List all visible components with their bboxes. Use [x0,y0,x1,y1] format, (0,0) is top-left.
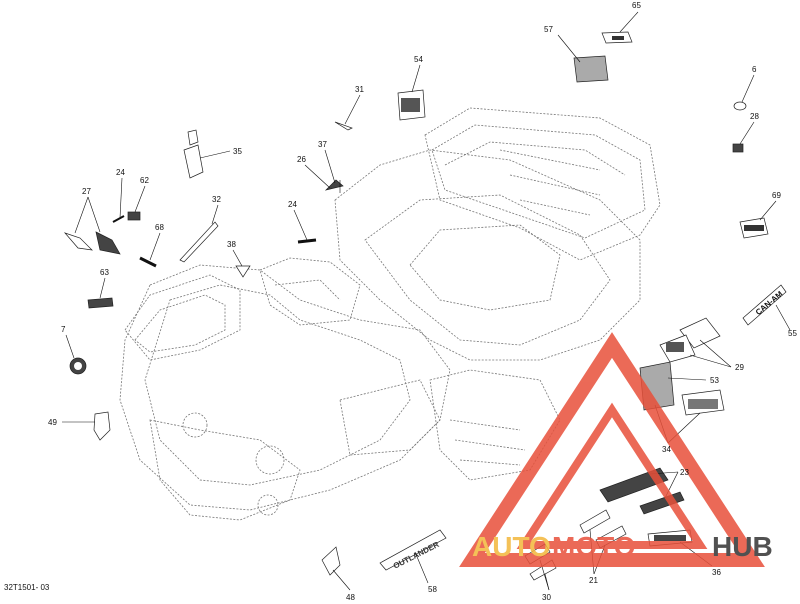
decal-68 [139,256,157,268]
callout-54: 54 [414,55,423,64]
callout-37: 37 [318,140,327,149]
callout-55: 55 [788,329,797,338]
decal-29 [659,317,721,363]
decal-63 [87,297,114,309]
callout-31: 31 [355,85,364,94]
decal-37 [324,179,344,193]
callout-28: 28 [750,112,759,121]
decal-62 [127,211,141,221]
decal-27 [63,231,121,255]
decal-55: CAN-AM [742,284,787,326]
callout-7: 7 [61,325,66,334]
callout-62: 62 [140,176,149,185]
decal-38 [235,265,251,278]
watermark-text-hub: HUB [712,531,773,562]
diagram-id: 32T1501- 03 [4,583,50,592]
decal-69 [739,217,769,239]
decal-7 [69,357,87,375]
callout-30: 30 [542,593,551,602]
callout-24-b: 24 [288,200,297,209]
decal-35 [183,129,204,179]
decal-57 [573,55,609,83]
decal-65 [601,31,633,44]
callout-38: 38 [227,240,236,249]
callout-23: 23 [680,468,689,477]
callout-29: 29 [735,363,744,372]
callout-35: 35 [233,147,242,156]
callout-27: 27 [82,187,91,196]
decal-28 [732,143,744,153]
decal-6 [733,101,747,111]
callout-65: 65 [632,1,641,10]
decal-24-left [112,215,125,223]
decal-58: OUTLANDER [379,529,447,571]
watermark-logo: AUTO MOTO HUB [459,332,773,567]
decal-48 [321,546,341,576]
callout-69: 69 [772,191,781,200]
callout-6: 6 [752,65,757,74]
leader-lines [62,11,791,591]
callout-32: 32 [212,195,221,204]
watermark-text-moto: MOTO [552,531,635,562]
decal-34 [639,361,725,416]
callout-53: 53 [710,376,719,385]
callout-34: 34 [662,445,671,454]
callout-58: 58 [428,585,437,594]
watermark-text-auto: AUTO [472,531,551,562]
callout-57: 57 [544,25,553,34]
callout-63: 63 [100,268,109,277]
decal-32 [179,221,219,263]
decal-54 [397,89,426,121]
callout-49: 49 [48,418,57,427]
callout-48: 48 [346,593,355,602]
callout-24-a: 24 [116,168,125,177]
callout-21: 21 [589,576,598,585]
decal-49 [93,411,111,441]
callout-26: 26 [297,155,306,164]
callout-36: 36 [712,568,721,577]
decal-24-mid [297,238,317,244]
callout-labels: 65 57 54 6 31 28 37 35 26 24 62 27 32 69… [48,1,797,602]
decal-31 [334,121,353,131]
callout-68: 68 [155,223,164,232]
